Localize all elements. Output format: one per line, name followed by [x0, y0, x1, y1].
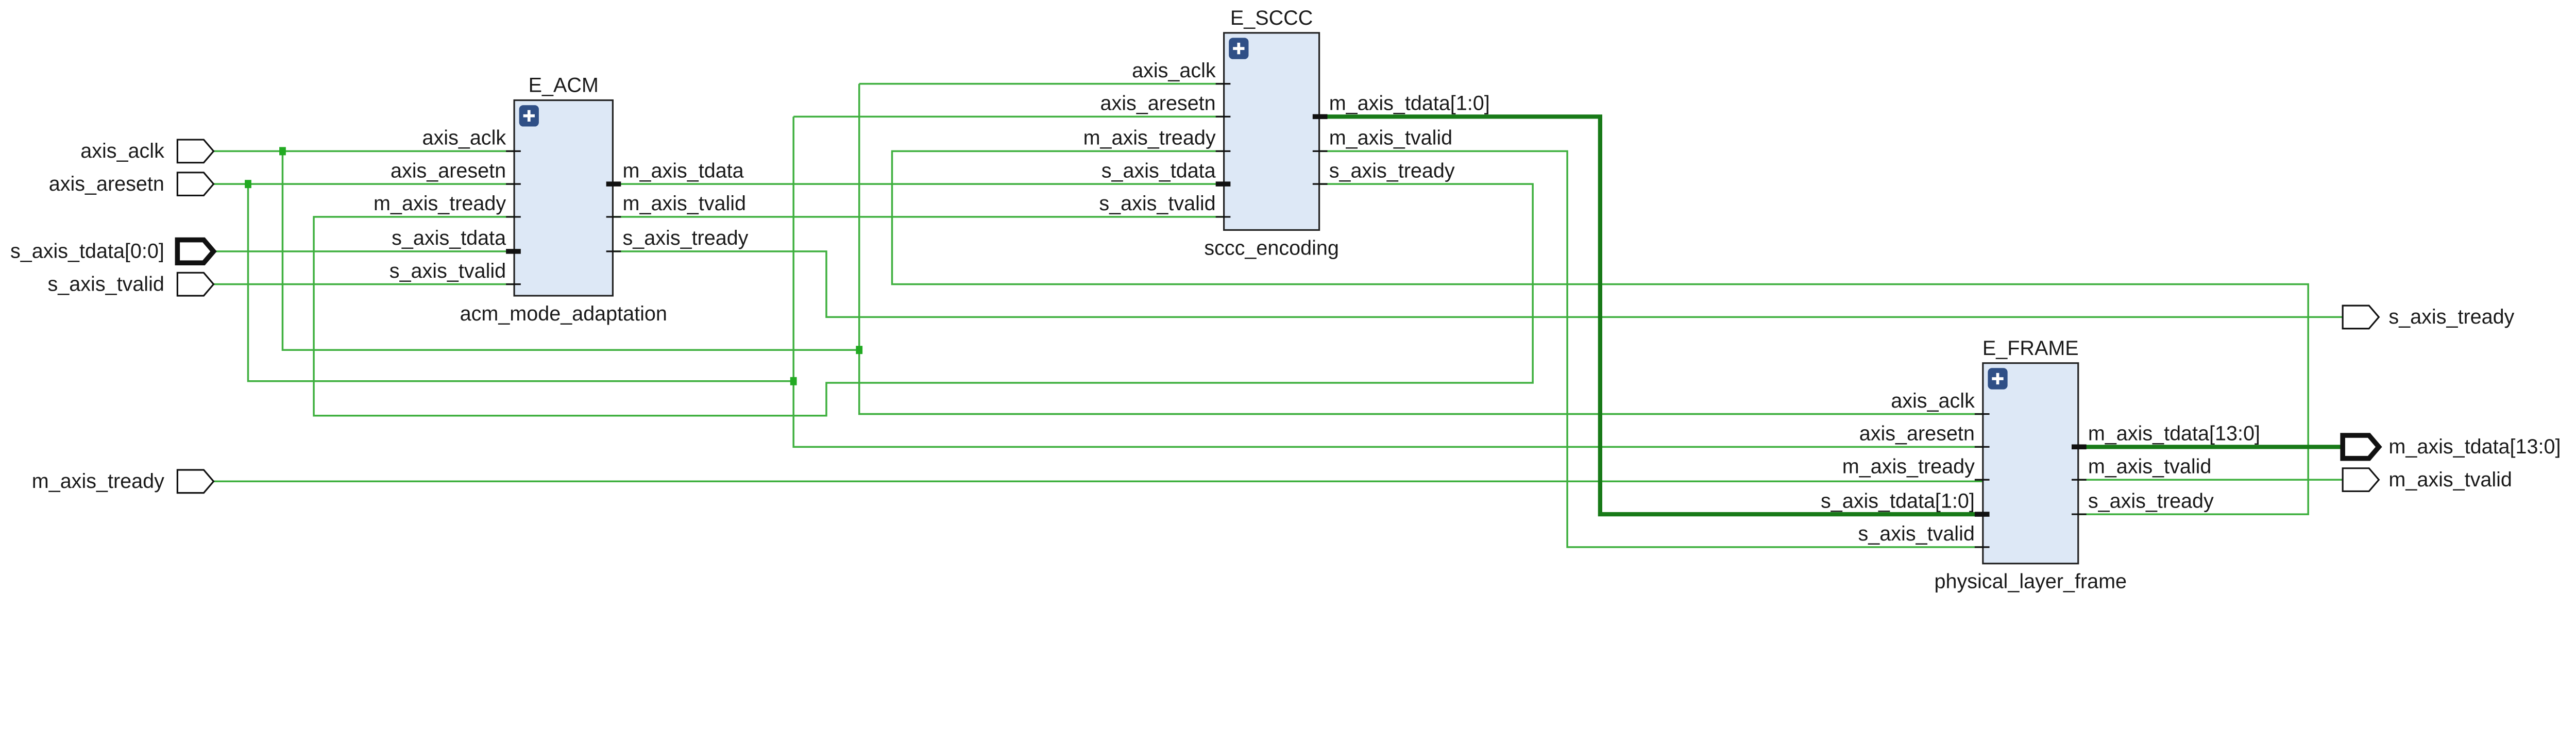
- net-junction: [245, 180, 251, 189]
- block-e-sccc[interactable]: E_SCCC sccc_encoding axis_aclk axis_aresetn…: [1083, 7, 1490, 259]
- input-pin-label: s_axis_tvalid: [389, 260, 506, 282]
- plus-expand-icon[interactable]: [1229, 38, 1249, 59]
- net-wire[interactable]: [247, 184, 794, 382]
- block-body[interactable]: [513, 99, 614, 297]
- input-port-label: s_axis_tvalid: [48, 273, 164, 295]
- input-pin-label: s_axis_tvalid: [1099, 192, 1215, 215]
- input-pin-label: m_axis_tready: [374, 192, 506, 215]
- block-e-acm[interactable]: E_ACM acm_mode_adaptation axis_aclk axis_ar…: [374, 74, 749, 325]
- bus-net-wire[interactable]: [1319, 114, 1983, 517]
- output-pin-label: m_axis_tdata: [623, 159, 744, 182]
- output-port-m-axis-tdata130[interactable]: m_axis_tdata[13:0]: [2340, 433, 2561, 461]
- output-port-icon[interactable]: [2342, 305, 2380, 330]
- input-port-axis-aresetn[interactable]: axis_aresetn: [49, 172, 215, 197]
- output-port-label: s_axis_tready: [2388, 306, 2514, 328]
- input-pin-label: axis_aresetn: [1859, 422, 1975, 445]
- plus-expand-icon[interactable]: [519, 105, 539, 127]
- output-port-m-axis-tvalid[interactable]: m_axis_tvalid: [2342, 467, 2512, 493]
- output-pin-label: m_axis_tvalid: [1329, 127, 1453, 149]
- block-body[interactable]: [1982, 362, 2079, 565]
- input-port-s-axis-tdata00[interactable]: s_axis_tdata[0:0]: [10, 237, 217, 265]
- output-port-s-axis-tready[interactable]: s_axis_tready: [2342, 305, 2515, 330]
- output-pin-label: s_axis_tready: [623, 227, 749, 249]
- input-pin-label: m_axis_tready: [1842, 455, 1975, 478]
- input-port-label: axis_aresetn: [49, 173, 164, 195]
- input-pin-label: axis_aresetn: [1100, 92, 1216, 115]
- input-pin-label: s_axis_tdata: [392, 227, 506, 249]
- block-body[interactable]: [1223, 32, 1320, 231]
- input-port-icon[interactable]: [176, 172, 215, 197]
- input-pin-label: axis_aclk: [1132, 59, 1216, 82]
- blocks-layer: E_ACM acm_mode_adaptation axis_aclk axis_ar…: [374, 7, 2260, 593]
- input-pin-label: s_axis_tvalid: [1858, 522, 1975, 545]
- input-port-icon[interactable]: [176, 139, 215, 164]
- net-wire[interactable]: [613, 250, 2343, 318]
- input-port-icon[interactable]: [175, 237, 217, 265]
- block-e-frame[interactable]: E_FRAME physical_layer_frame axis_aclkaxis…: [1821, 337, 2260, 593]
- input-pin-label: s_axis_tdata[1:0]: [1821, 489, 1975, 512]
- input-pin-label: s_axis_tdata: [1101, 159, 1216, 182]
- output-pin-label: s_axis_tready: [2088, 489, 2214, 512]
- net-wire[interactable]: [792, 116, 1983, 448]
- input-port-icon[interactable]: [176, 272, 215, 297]
- output-port-icon[interactable]: [2340, 433, 2382, 461]
- input-port-s-axis-tvalid[interactable]: s_axis_tvalid: [48, 272, 215, 297]
- schematic-canvas: E_ACM acm_mode_adaptation axis_aclk axis_ar…: [10, 7, 2561, 593]
- block-title: E_SCCC: [1230, 7, 1313, 29]
- input-port-icon[interactable]: [176, 469, 215, 494]
- net-wire[interactable]: [858, 83, 1983, 415]
- output-pin-label: m_axis_tvalid: [623, 192, 747, 215]
- input-port-m-axis-tready[interactable]: m_axis_tready: [32, 469, 215, 494]
- output-pin-label: m_axis_tvalid: [2088, 455, 2211, 478]
- plus-expand-icon[interactable]: [1988, 368, 2008, 390]
- net-junction: [790, 377, 797, 385]
- output-pin-label: s_axis_tready: [1329, 159, 1455, 182]
- block-title: E_ACM: [529, 74, 599, 97]
- net-wire[interactable]: [313, 183, 1534, 417]
- input-port-label: axis_aclk: [80, 140, 164, 162]
- block-title: E_FRAME: [1982, 337, 2079, 360]
- ports-layer: axis_aclk axis_aresetn s_axis_tdata[0:0] s_…: [10, 139, 2561, 494]
- net-wire[interactable]: [1319, 150, 1983, 548]
- net-wire[interactable]: [281, 151, 859, 351]
- output-port-icon[interactable]: [2342, 467, 2380, 493]
- input-pin-label: axis_aclk: [1891, 390, 1975, 412]
- input-pin-label: axis_aclk: [422, 127, 506, 149]
- net-junction: [279, 147, 286, 156]
- input-port-label: s_axis_tdata[0:0]: [10, 240, 164, 263]
- output-port-label: m_axis_tdata[13:0]: [2388, 435, 2561, 458]
- block-instance-name: acm_mode_adaptation: [460, 302, 667, 325]
- block-instance-name: sccc_encoding: [1204, 236, 1339, 259]
- wires-layer: [213, 82, 2343, 548]
- input-pin-label: m_axis_tready: [1083, 127, 1216, 149]
- input-port-axis-aclk[interactable]: axis_aclk: [80, 139, 215, 164]
- output-pin-label: m_axis_tdata[13:0]: [2088, 422, 2260, 445]
- output-port-label: m_axis_tvalid: [2388, 468, 2512, 491]
- net-junction: [856, 346, 863, 354]
- input-pin-label: axis_aresetn: [391, 159, 506, 182]
- input-port-label: m_axis_tready: [32, 470, 164, 493]
- block-instance-name: physical_layer_frame: [1935, 570, 2127, 593]
- output-pin-label: m_axis_tdata[1:0]: [1329, 92, 1490, 115]
